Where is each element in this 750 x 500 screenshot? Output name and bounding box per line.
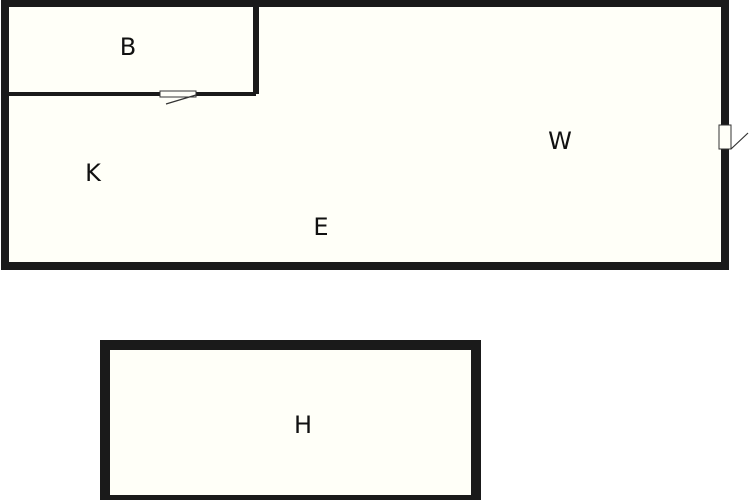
room-b-walls bbox=[5, 3, 259, 96]
door-right bbox=[718, 124, 749, 150]
room-h-outline bbox=[100, 340, 481, 500]
room-label-h: H bbox=[294, 411, 312, 439]
room-label-b: B bbox=[120, 33, 136, 61]
room-label-k: K bbox=[85, 159, 102, 187]
room-label-w: W bbox=[548, 127, 572, 155]
door-b bbox=[159, 90, 197, 105]
main-unit-outline bbox=[1, 0, 729, 270]
room-label-e: E bbox=[313, 213, 328, 241]
